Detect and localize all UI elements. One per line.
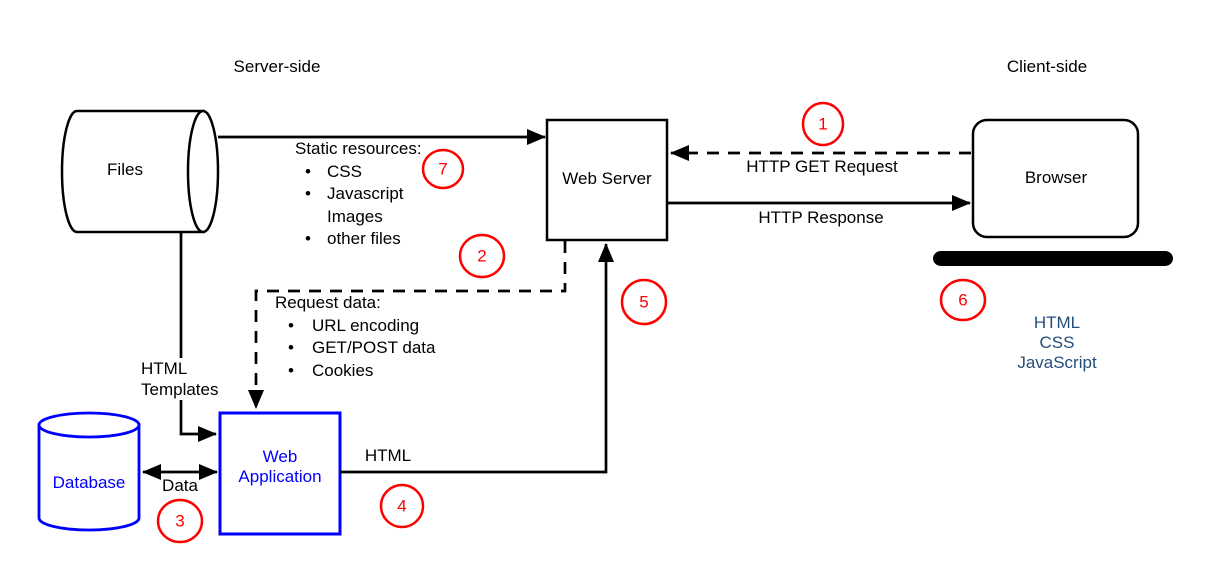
browser-box <box>971 118 1140 239</box>
http-response-label: HTTP Response <box>758 208 884 227</box>
step-number-7: 7 <box>438 159 448 179</box>
data-label: Data <box>162 476 198 495</box>
list-item: • other files <box>295 228 422 251</box>
list-item: Images <box>295 206 422 229</box>
client-tech-item: JavaScript <box>1017 353 1097 372</box>
step-circle-3 <box>156 498 204 544</box>
list-item: • GET/POST data <box>275 337 435 360</box>
client-tech-item: HTML <box>1033 313 1081 332</box>
step-circle-5 <box>620 278 668 326</box>
step-number-1: 1 <box>818 114 828 134</box>
step-number-5: 5 <box>639 292 649 312</box>
list-item: • Cookies <box>275 360 435 383</box>
step-circle-4 <box>379 483 425 529</box>
request-data-list: Request data: • URL encoding • GET/POST da… <box>275 292 435 382</box>
request-data-heading: Request data: <box>275 293 381 312</box>
files-label: Files <box>107 160 143 179</box>
database-label: Database <box>52 473 126 492</box>
step-number-6: 6 <box>958 290 968 310</box>
list-item-text: other files <box>327 229 401 248</box>
bullet-glyph: • <box>305 161 311 181</box>
client-tech-list: HTML CSS JavaScript <box>1017 313 1096 373</box>
client-tech-item: CSS <box>1039 333 1075 352</box>
edge-request-data <box>248 241 567 409</box>
step-circle-2 <box>458 233 506 279</box>
list-item-text: CSS <box>327 161 362 181</box>
browser-label: Browser <box>1024 168 1088 187</box>
html-templates-label: HTML Templates <box>139 358 221 400</box>
files-cylinder <box>60 109 220 234</box>
step-number-4: 4 <box>397 496 407 516</box>
list-item: • Javascript <box>295 183 422 206</box>
database-cylinder <box>37 411 141 532</box>
list-item-text: Cookies <box>312 360 374 380</box>
step-circle-7 <box>421 148 465 190</box>
list-item-text: GET/POST data <box>312 338 436 357</box>
static-resources-heading: Static resources: <box>295 139 422 158</box>
web-server-box <box>545 118 669 242</box>
bullet-glyph: • <box>288 360 294 380</box>
list-item-text: Images <box>327 206 383 226</box>
bullet-glyph: • <box>305 229 311 248</box>
html-label: HTML <box>364 446 412 465</box>
step-circle-1 <box>801 101 845 147</box>
web-application-box <box>218 411 342 536</box>
list-item: • CSS <box>295 161 422 184</box>
list-item-text: URL encoding <box>312 315 420 335</box>
http-get-request-label: HTTP GET Request <box>746 157 898 176</box>
step-circle-6 <box>939 278 987 322</box>
web-server-label: Web Server <box>562 169 652 188</box>
bullet-glyph: • <box>305 184 311 203</box>
step-number-2: 2 <box>477 246 487 266</box>
bullet-glyph: • <box>288 315 294 335</box>
laptop-base <box>933 251 1173 266</box>
server-side-label: Server-side <box>233 57 321 76</box>
edge-html-templates <box>179 231 217 442</box>
client-side-label: Client-side <box>1006 57 1088 76</box>
bullet-glyph: • <box>288 338 294 357</box>
static-resources-list: Static resources: • CSS • Javascript Image… <box>295 138 422 251</box>
web-application-label: Web Application <box>238 447 322 486</box>
step-number-3: 3 <box>175 511 185 531</box>
list-item-text: Javascript <box>327 184 404 203</box>
edge-html-up <box>340 243 614 474</box>
list-item: • URL encoding <box>275 315 435 338</box>
